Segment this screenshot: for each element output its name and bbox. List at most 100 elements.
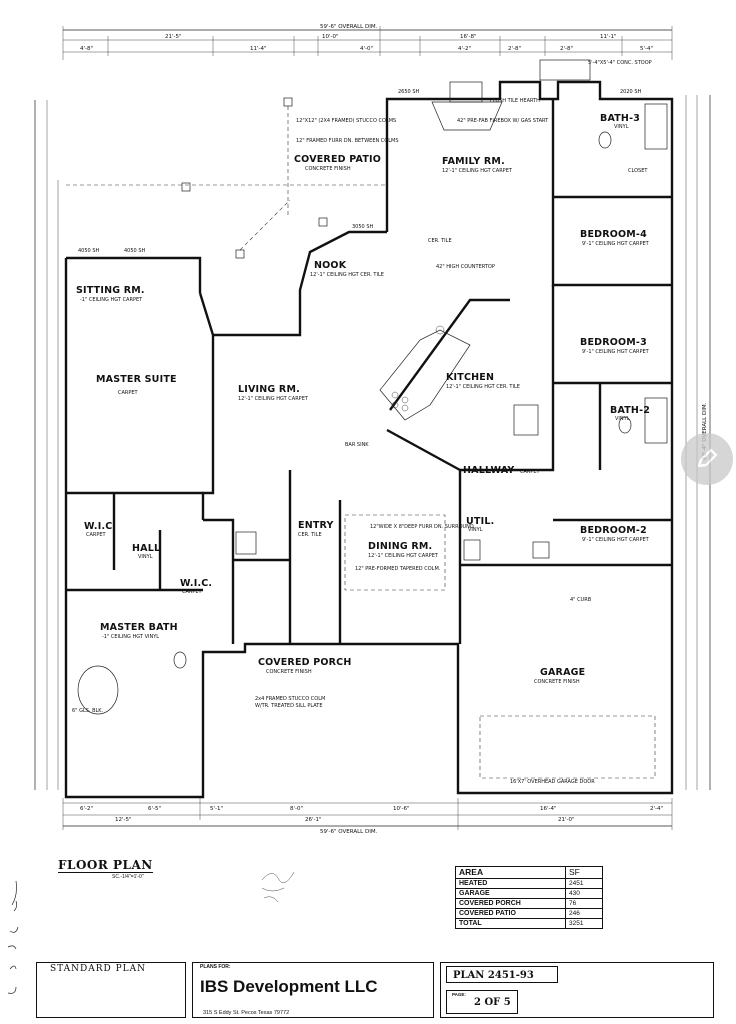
note-cer-tile: CER. TILE (428, 238, 452, 244)
company-name: IBS Development LLC (200, 977, 378, 996)
room-hallway-note: CARPET (520, 469, 541, 475)
room-master-bath-note: -1" CEILING HGT VINYL (102, 634, 159, 640)
room-bedroom3: BEDROOM-3 (580, 337, 647, 348)
area-row-value: 430 (565, 888, 603, 899)
room-living-note: 12'-1" CEILING HGT CARPET (238, 396, 309, 402)
area-row-label: GARAGE (455, 888, 566, 899)
room-hall: HALL (132, 543, 160, 554)
floor-plan-title: FLOOR PLAN (58, 858, 153, 873)
room-bedroom3-note: 9'-1" CEILING HGT CARPET (582, 349, 650, 355)
top2-dim-1: 4'-8" (80, 46, 93, 52)
room-bedroom4-note: 9'-1" CEILING HGT CARPET (582, 241, 650, 247)
room-util-note: VINYL (468, 527, 483, 533)
area-row-label: COVERED PORCH (455, 898, 566, 909)
pencil-icon (697, 448, 718, 468)
plan-notes: 12"X12" (2X4 FRAMED) STUCCO COLMS 12" FR… (72, 60, 652, 785)
top-dim-2: 10'-0" (322, 34, 339, 40)
room-kitchen: KITCHEN (446, 372, 494, 383)
plan-number-box (440, 962, 714, 1018)
table-row: GARAGE 430 (455, 888, 603, 899)
plans-for-box (192, 962, 434, 1018)
exterior-walls (64, 80, 674, 799)
overall-bottom-dim: 59'-6" OVERALL DIM. (320, 829, 378, 835)
note-window-3050: 3050 SH (352, 224, 373, 230)
table-row: HEATED 2451 (455, 878, 603, 889)
room-wic1-note: CARPET (86, 532, 107, 538)
room-dining-note: 12'-1" CEILING HGT CARPET (368, 553, 439, 559)
top-dim-4: 11'-1" (600, 34, 617, 40)
bottom-dim-7: 2'-4" (650, 806, 663, 812)
room-family: FAMILY RM. (442, 156, 505, 167)
top2-dim-4: 4'-2" (458, 46, 471, 52)
room-living: LIVING RM. (238, 384, 300, 395)
note-closet: CLOSET (628, 168, 648, 174)
room-dining: DINING RM. (368, 541, 432, 552)
area-row-value: 3251 (565, 918, 603, 929)
table-row: COVERED PORCH 76 (455, 898, 603, 909)
bottom-dim-4: 8'-0" (290, 806, 303, 812)
table-row: TOTAL 3251 (455, 918, 603, 929)
standard-plan-box (36, 962, 186, 1018)
note-glass-blk: 6" GLS. BLK. (72, 708, 104, 714)
room-entry: ENTRY (298, 520, 334, 531)
area-header-sf: SF (565, 866, 603, 879)
table-row: COVERED PATIO 246 (455, 908, 603, 919)
bottom-dim-2: 6'-5" (148, 806, 161, 812)
area-row-value: 246 (565, 908, 603, 919)
page-label: PAGE: (452, 992, 466, 997)
bottom-dim-5: 10'-6" (393, 806, 410, 812)
room-master-bath: MASTER BATH (100, 622, 178, 633)
floor-plan-scale: SC.-1/4"=1'-0" (112, 874, 144, 880)
bottom2-dim-1: 12'-5" (115, 817, 132, 823)
room-master-suite-note: CARPET (118, 390, 139, 396)
note-window-4050-a: 4050 SH (78, 248, 99, 254)
note-window-2650: 2650 SH (398, 89, 419, 95)
room-labels: COVERED PATIO CONCRETE FINISH FAMILY RM.… (76, 113, 650, 685)
plan-number: PLAN 2451-93 (446, 966, 558, 983)
room-covered-porch-note: CONCRETE FINISH (266, 669, 312, 675)
note-flush-tile: FLUSH TILE HEARTH (490, 98, 540, 104)
room-garage: GARAGE (540, 667, 585, 678)
top2-dim-2: 11'-4" (250, 46, 267, 52)
handwritten-marks (7, 871, 295, 994)
room-hallway: HALLWAY (463, 465, 514, 476)
interior-walls (66, 99, 672, 644)
area-row-value: 76 (565, 898, 603, 909)
room-nook: NOOK (314, 260, 347, 271)
top2-dim-6: 2'-8" (560, 46, 573, 52)
room-hall-note: VINYL (138, 554, 153, 560)
area-row-label: HEATED (455, 878, 566, 889)
room-bath2: BATH-2 (610, 405, 650, 416)
area-header-label: AREA (455, 866, 566, 879)
room-kitchen-note: 12'-1" CEILING HGT CER. TILE (446, 384, 520, 390)
note-high-counter: 42" HIGH COUNTERTOP (436, 264, 495, 270)
note-tapered-colm: 12" PRE-FORMED TAPERED COLM. (355, 566, 441, 572)
note-sill-plate: W/TR. TREATED SILL PLATE (255, 703, 323, 709)
note-stucco-cols: 12"X12" (2X4 FRAMED) STUCCO COLMS (296, 118, 396, 124)
room-sitting-note: -1" CEILING HGT CARPET (80, 297, 143, 303)
note-conc-stoop: 5'-4"X5'-4" CONC. STOOP (588, 60, 652, 66)
room-wic2-note: CARPET (182, 589, 203, 595)
room-bath3-note: VINYL (614, 124, 629, 130)
bottom2-dim-3: 21'-0" (558, 817, 575, 823)
room-util: UTIL. (466, 516, 494, 527)
overall-top-dim: 59'-6" OVERALL DIM. (320, 24, 378, 30)
area-row-value: 2451 (565, 878, 603, 889)
plan-details (66, 59, 668, 779)
room-sitting: SITTING RM. (76, 285, 145, 296)
area-row-label: TOTAL (455, 918, 566, 929)
dimension-texts: 59'-6" OVERALL DIM. 59'-6" OVERALL DIM. … (80, 24, 708, 835)
note-framed-furr: 12" FRAMED FURR DN. BETWEEN COLMS (296, 138, 399, 144)
overall-right-dim: 63'-4" OVERALL DIM. (702, 402, 708, 460)
standard-plan-label: STANDARD PLAN (50, 964, 147, 974)
edit-button[interactable] (681, 433, 733, 485)
room-garage-note: CONCRETE FINISH (534, 679, 580, 685)
plans-for-label: PLANS FOR: (200, 964, 231, 970)
top2-dim-5: 2'-8" (508, 46, 521, 52)
bottom-dim-6: 16'-4" (540, 806, 557, 812)
room-covered-patio-note: CONCRETE FINISH (305, 166, 351, 172)
area-table-header: AREA SF (455, 866, 603, 879)
overall-dimension-lines (34, 26, 711, 830)
note-porch-colm: 2x4 FRAMED STUCCO COLM (255, 696, 325, 702)
